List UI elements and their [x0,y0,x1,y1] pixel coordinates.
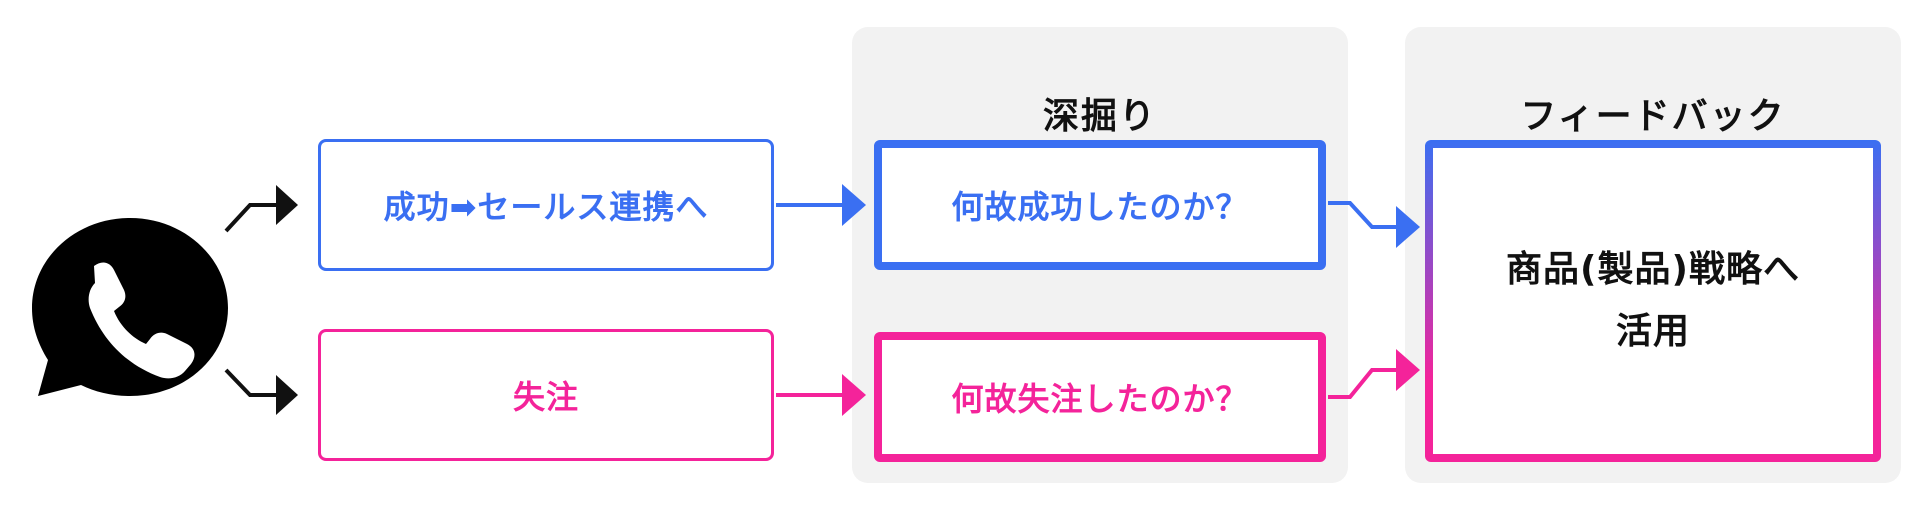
strategy-label-line1: 商品(製品)戦略へ [1506,249,1800,290]
why-lost-box: 何故失注したのか？ [874,332,1326,462]
why-success-label: 何故成功したのか？ [951,188,1249,226]
phone-chat-bubble-icon [32,218,228,396]
success-box: 成功➡セールス連携へ [318,139,774,271]
lost-label: 失注 [512,378,579,416]
arrow-why-success-to-strategy [1328,201,1420,248]
arrow-success-to-why-success [776,184,866,226]
arrow-why-lost-to-strategy [1328,349,1420,399]
arrow-lost-to-why-lost [776,374,866,416]
strategy-label-line2: 活用 [1615,311,1690,352]
success-label: 成功➡セールス連携へ [383,188,709,226]
arrow-icon-to-lost [224,368,298,415]
deep-dive-title: 深掘り [1042,96,1157,137]
feedback-title: フィードバック [1520,96,1786,137]
why-lost-label: 何故失注したのか？ [951,380,1249,418]
arrow-icon-to-success [224,185,298,233]
why-success-box: 何故成功したのか？ [874,140,1326,270]
lost-box: 失注 [318,329,774,461]
strategy-box: 商品(製品)戦略へ 活用 [1425,140,1881,462]
